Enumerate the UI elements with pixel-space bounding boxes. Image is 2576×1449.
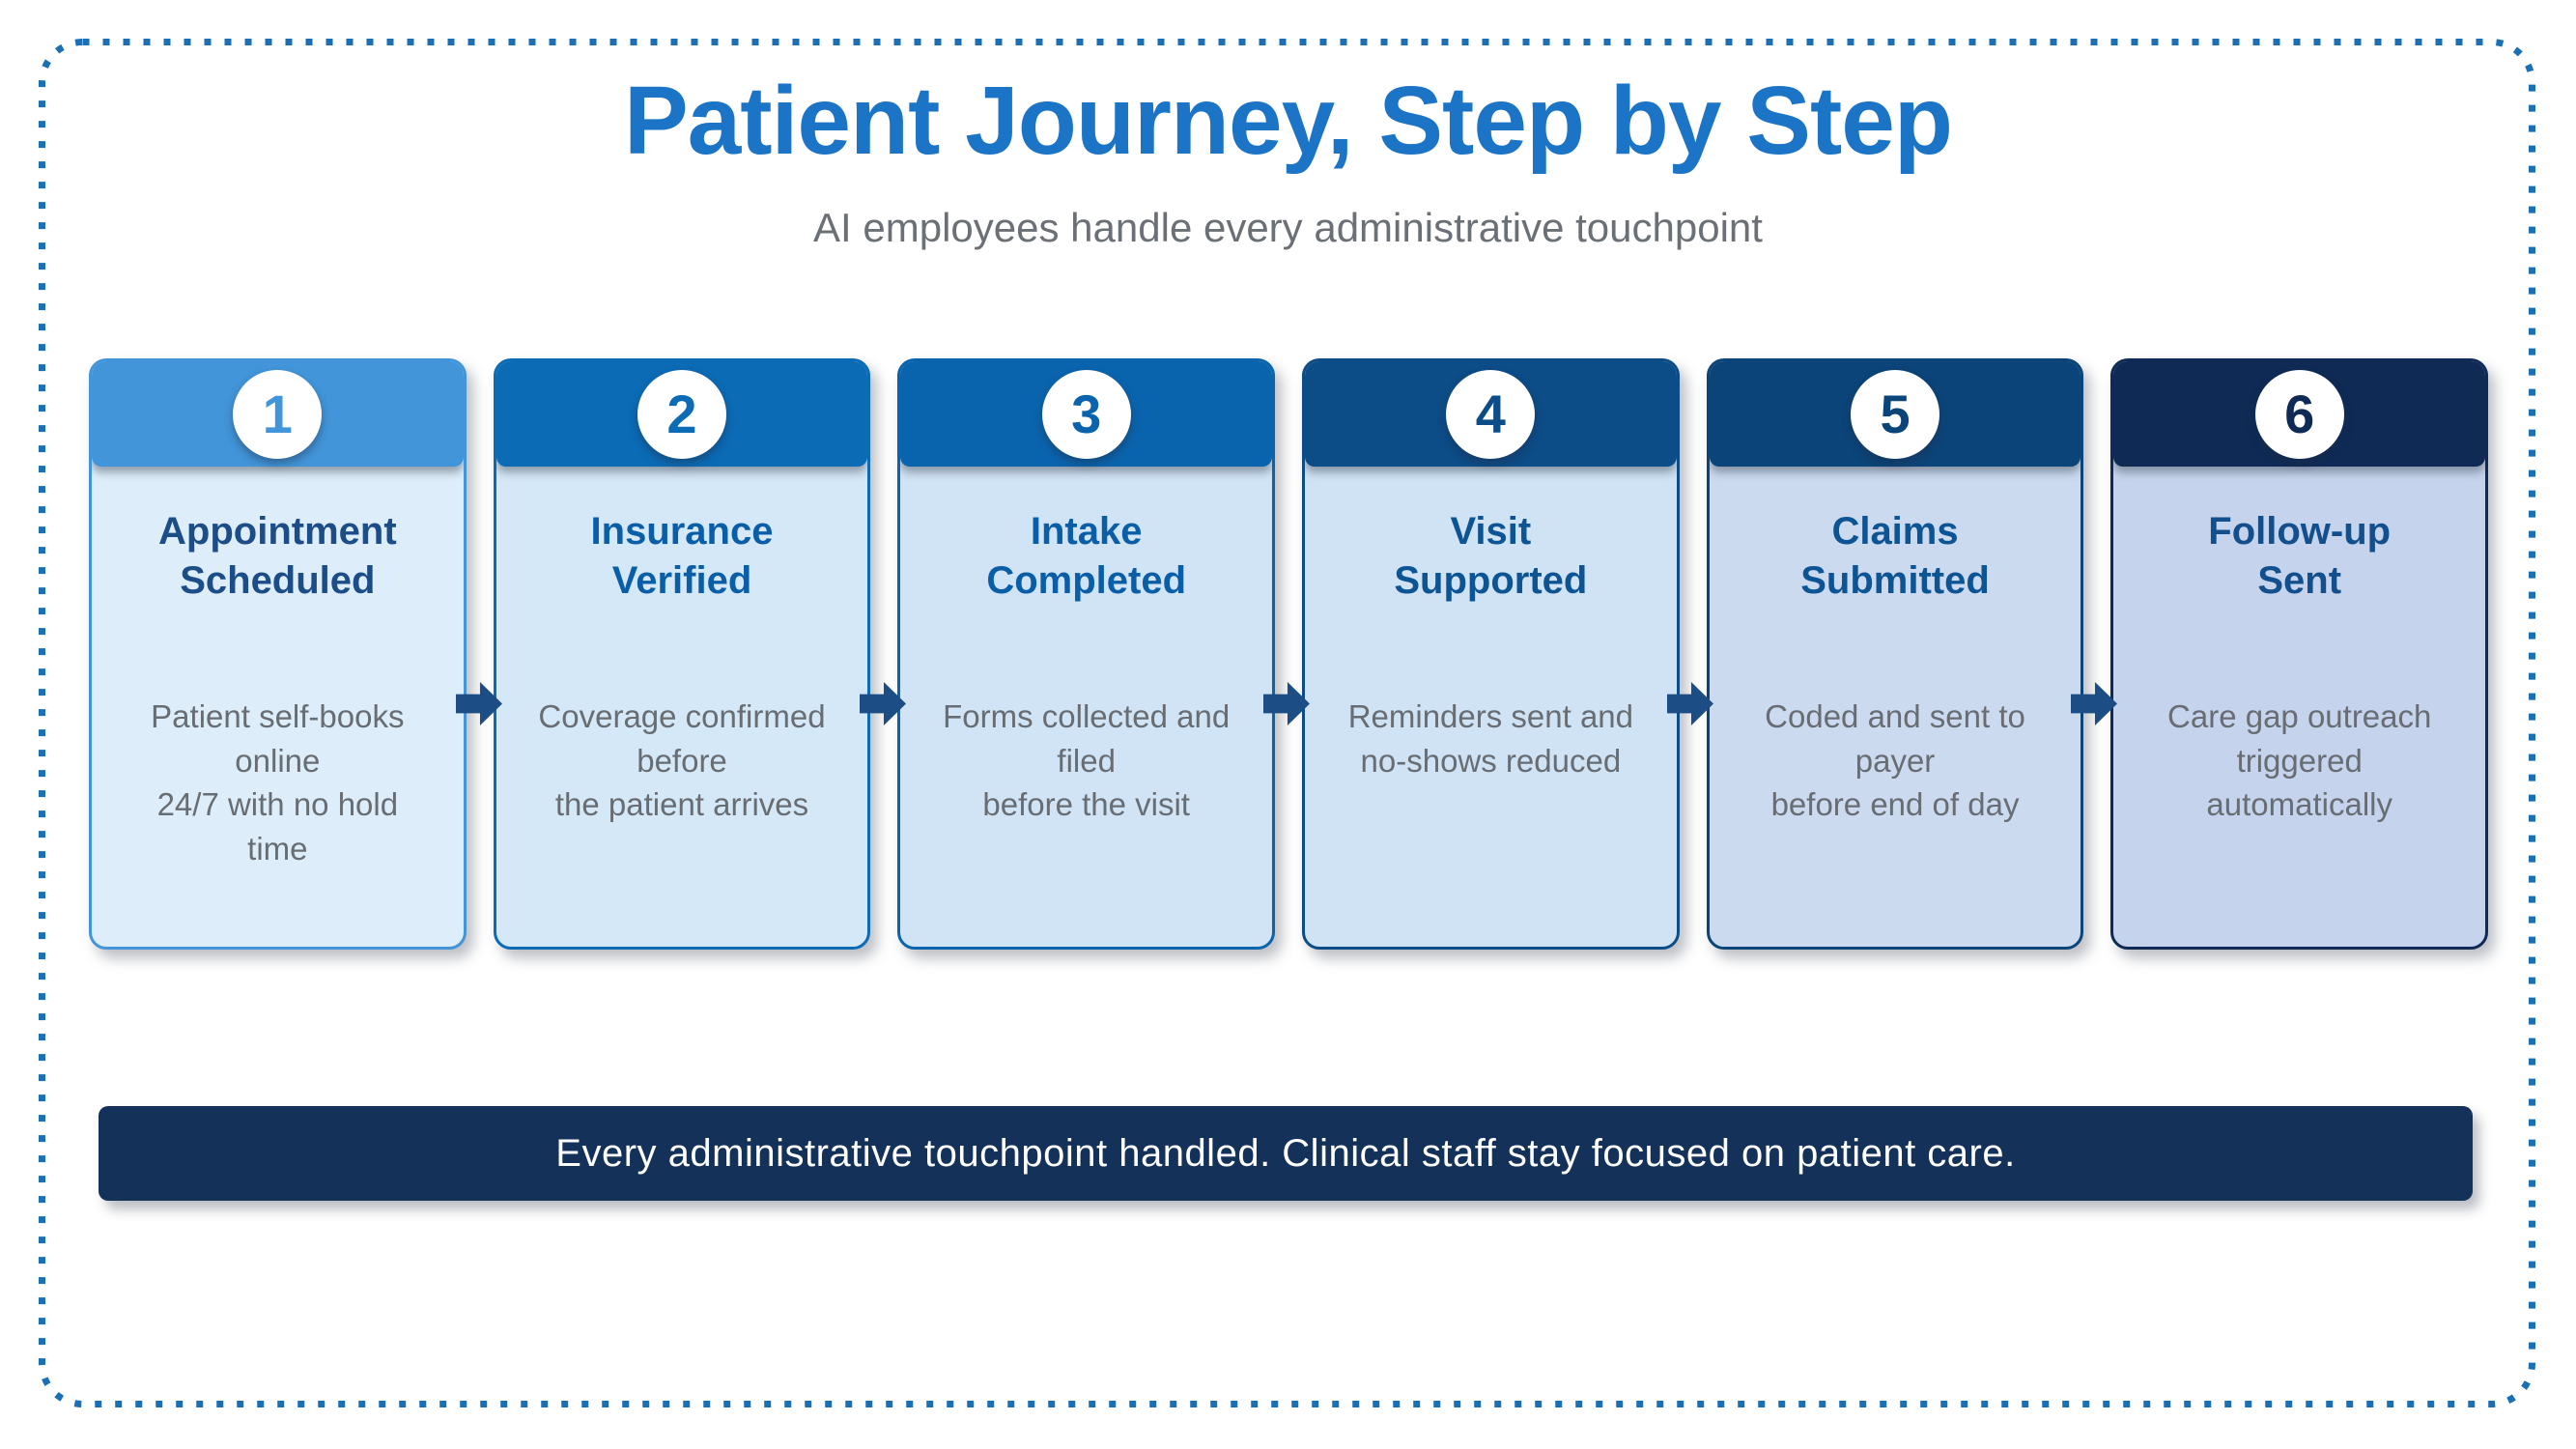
page-title: Patient Journey, Step by Step [623,67,1953,175]
step-card-header: 3 [900,361,1273,467]
step-description: Patient self-books online 24/7 with no h… [151,698,405,867]
step-number-badge: 5 [1851,369,1940,459]
summary-banner-text: Every administrative touchpoint handled.… [555,1131,2016,1175]
step-card-body: Appointment Scheduled Patient self-books… [92,467,464,947]
step-title: Intake Completed [986,510,1187,603]
step-description: Care gap outreach triggered automaticall… [2167,698,2432,823]
step-card-header: 2 [495,361,868,467]
step-card-header: 6 [2113,361,2486,467]
step-card-4: 4 Visit Supported Reminders sent and no-… [1302,358,1680,950]
step-title: Claims Submitted [1800,510,1990,603]
step-card-1: 1 Appointment Scheduled Patient self-boo… [89,358,467,950]
summary-banner: Every administrative touchpoint handled.… [99,1106,2473,1201]
step-number: 4 [1475,383,1506,444]
step-card-body: Follow-up Sent Care gap outreach trigger… [2113,467,2485,947]
step-card-body: Insurance Verified Coverage confirmed be… [496,467,868,947]
step-number: 1 [262,383,293,444]
step-card-body: Intake Completed Forms collected and fil… [900,467,1272,947]
step-number: 3 [1071,383,1102,444]
step-title: Follow-up Sent [2208,510,2392,603]
step-number: 2 [666,383,697,444]
step-number: 5 [1880,383,1911,444]
step-description: Coverage confirmed before the patient ar… [538,698,826,823]
step-number-badge: 3 [1041,369,1131,459]
step-card-header: 5 [1709,361,2081,467]
step-number-badge: 2 [637,369,726,459]
step-card-header: 1 [92,361,464,467]
journey-steps-row: 1 Appointment Scheduled Patient self-boo… [89,358,2489,950]
step-card-2: 2 Insurance Verified Coverage confirmed … [493,358,871,950]
step-description: Forms collected and filed before the vis… [943,698,1231,823]
step-title: Visit Supported [1394,510,1588,603]
step-card-5: 5 Claims Submitted Coded and sent to pay… [1706,358,2084,950]
step-number-badge: 1 [233,369,323,459]
step-description: Coded and sent to payer before end of da… [1765,698,2025,823]
step-title: Insurance Verified [590,510,774,603]
step-number-badge: 4 [1446,369,1536,459]
step-description: Reminders sent and no-shows reduced [1347,698,1634,779]
step-title: Appointment Scheduled [158,510,397,603]
step-number-badge: 6 [2254,369,2344,459]
page-subtitle: AI employees handle every administrative… [813,205,1763,250]
step-number: 6 [2284,383,2315,444]
step-card-header: 4 [1305,361,1677,467]
step-card-6: 6 Follow-up Sent Care gap outreach trigg… [2110,358,2489,950]
step-card-body: Visit Supported Reminders sent and no-sh… [1305,467,1677,947]
step-card-3: 3 Intake Completed Forms collected and f… [897,358,1276,950]
step-card-body: Claims Submitted Coded and sent to payer… [1710,467,2081,947]
